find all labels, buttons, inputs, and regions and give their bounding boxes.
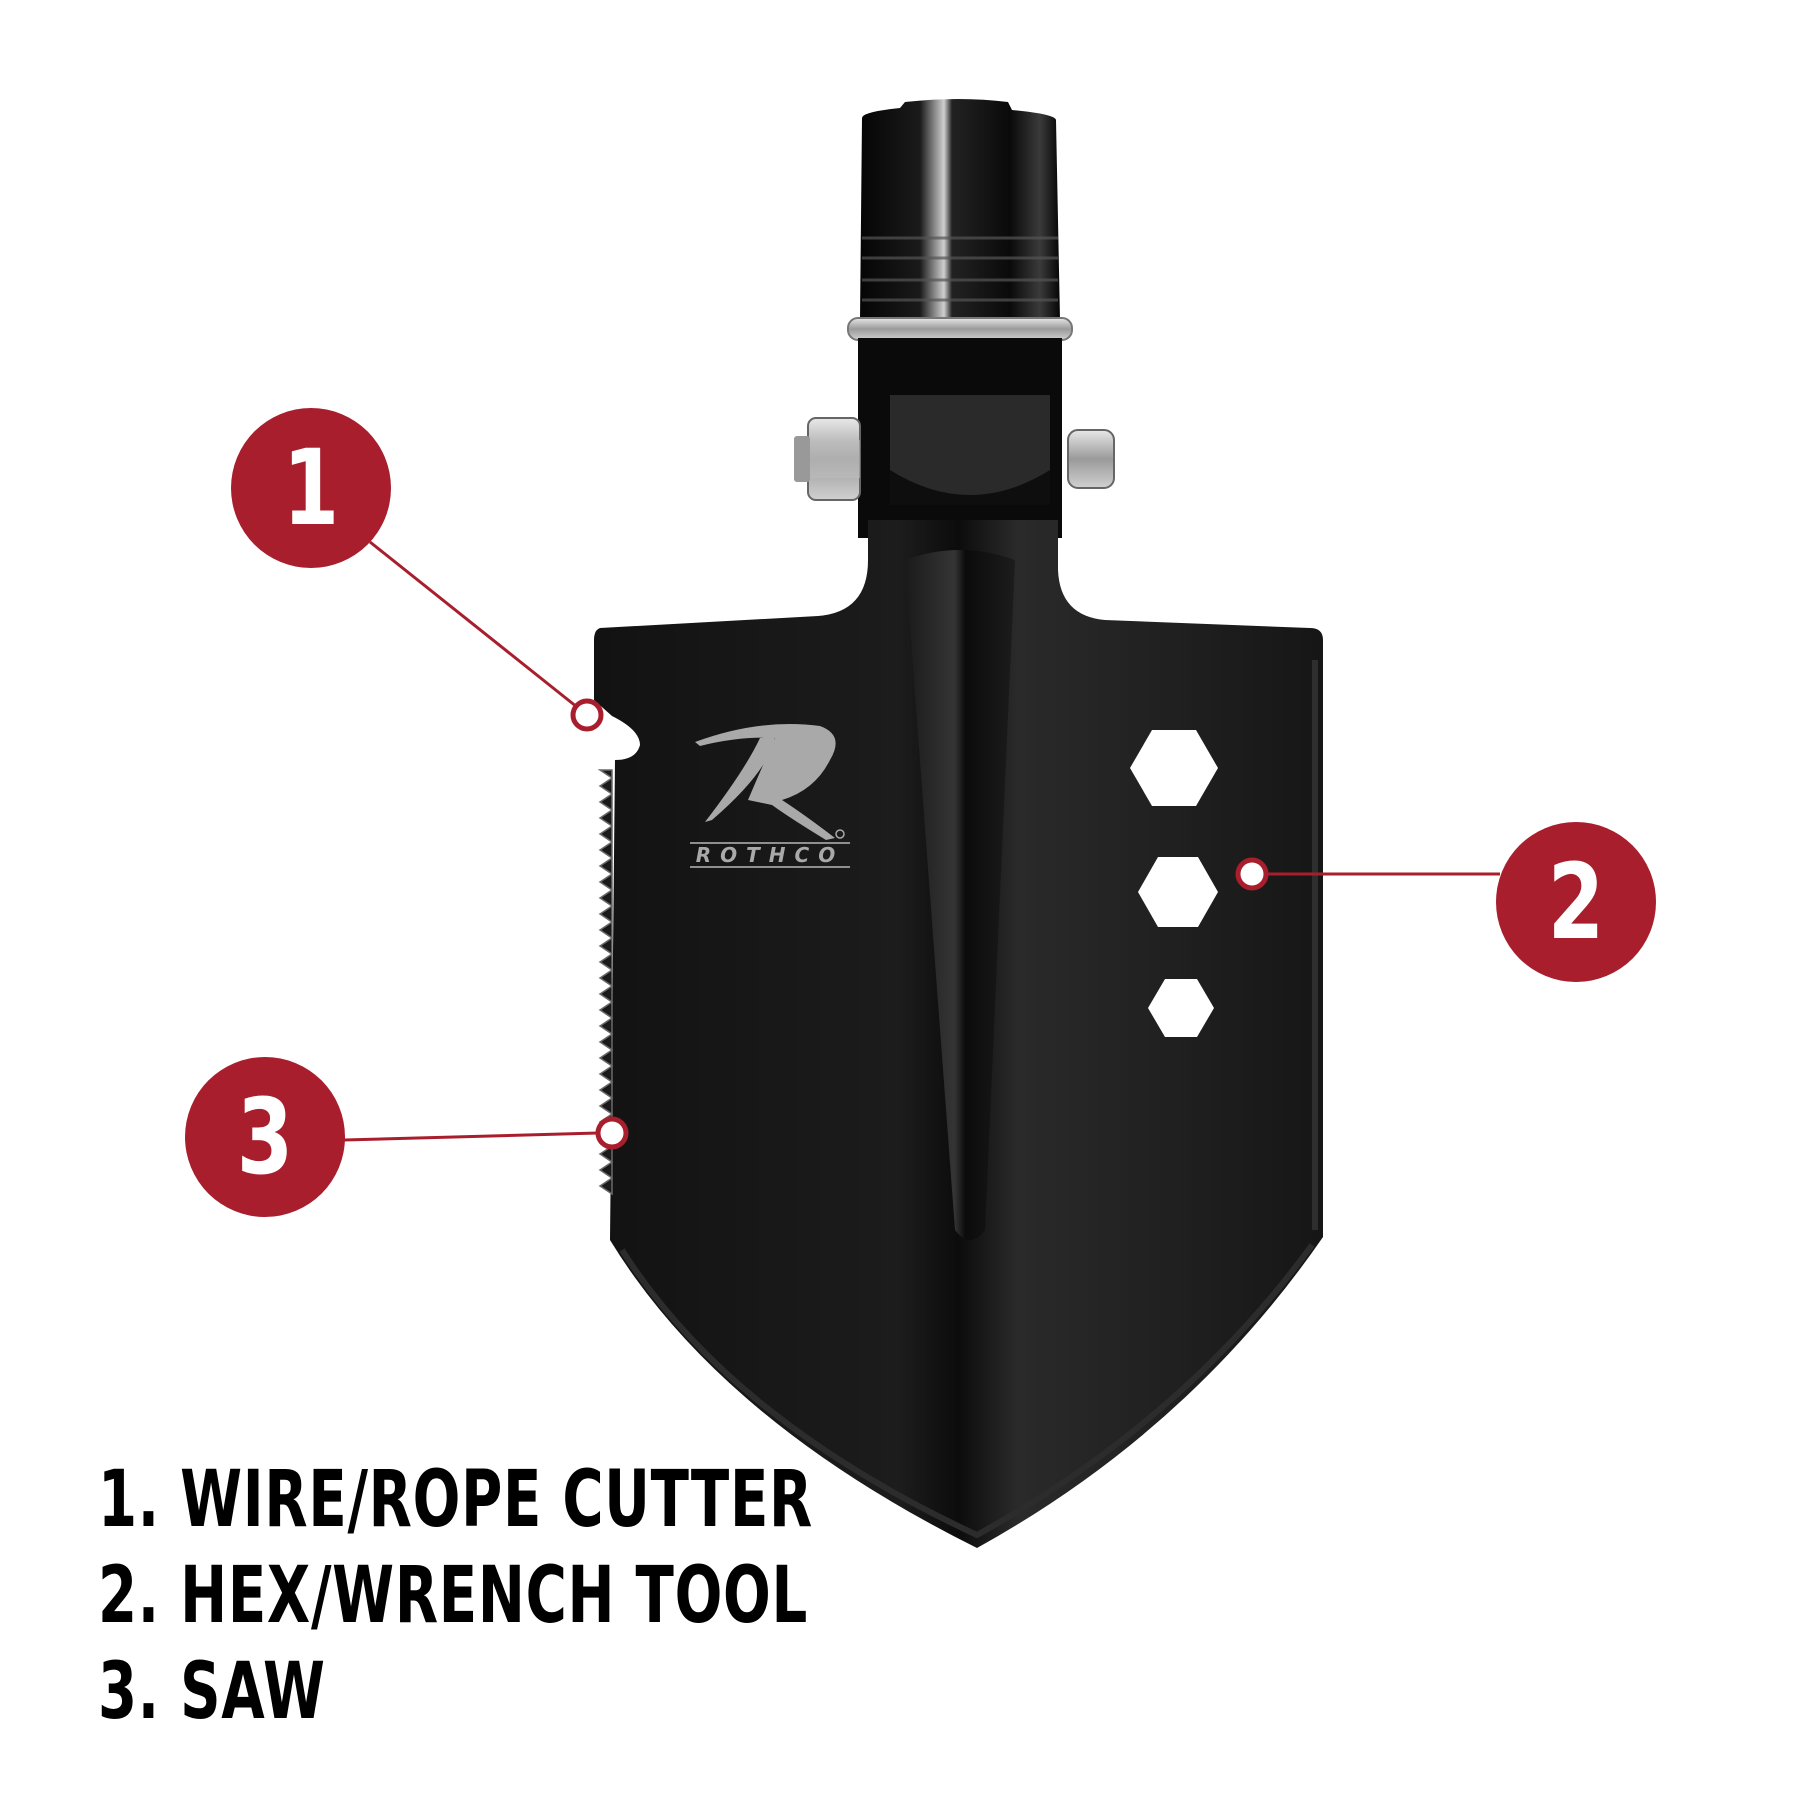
callout-number-3: 3 [236, 1076, 294, 1198]
callout-number-1: 1 [282, 427, 340, 549]
leader-line-3 [343, 1131, 599, 1142]
handle-cap [860, 99, 1060, 320]
leader-line-1 [369, 540, 578, 709]
callout-circle-1 [231, 408, 391, 568]
rothco-logo-mark [695, 724, 845, 840]
callout-badge-1: 1 [249, 408, 374, 568]
callout-badge-2: 2 [1514, 822, 1639, 982]
shovel-blade [594, 520, 1323, 1548]
callout-number-2: 2 [1547, 841, 1605, 963]
callout-badge-3: 3 [203, 1057, 328, 1217]
callout-circle-2 [1496, 822, 1656, 982]
rothco-wordmark: ROTHCO [690, 842, 850, 868]
target-markers [570, 698, 1269, 1150]
target-marker-2 [1235, 857, 1269, 891]
legend-item-hex-wrench-tool: 2. HEX/WRENCH TOOL [98, 1551, 808, 1641]
hex-hole-large [1130, 730, 1218, 806]
hex-hole-medium [1138, 857, 1218, 927]
washer [847, 317, 1073, 341]
feature-legend: 1. WIRE/ROPE CUTTER 2. HEX/WRENCH TOOL 3… [98, 1452, 813, 1740]
leader-lines [343, 540, 1500, 1142]
target-marker-3 [595, 1116, 629, 1150]
legend-item-saw: 3. SAW [98, 1647, 326, 1737]
callout-circles [185, 408, 1656, 1217]
callout-circle-3 [185, 1057, 345, 1217]
hinge-bracket [794, 338, 1115, 538]
legend-item-wire-rope-cutter: 1. WIRE/ROPE CUTTER [98, 1455, 814, 1545]
hex-hole-small [1148, 979, 1214, 1037]
hex-wrench-holes [1130, 730, 1218, 1037]
target-marker-1 [570, 698, 604, 732]
